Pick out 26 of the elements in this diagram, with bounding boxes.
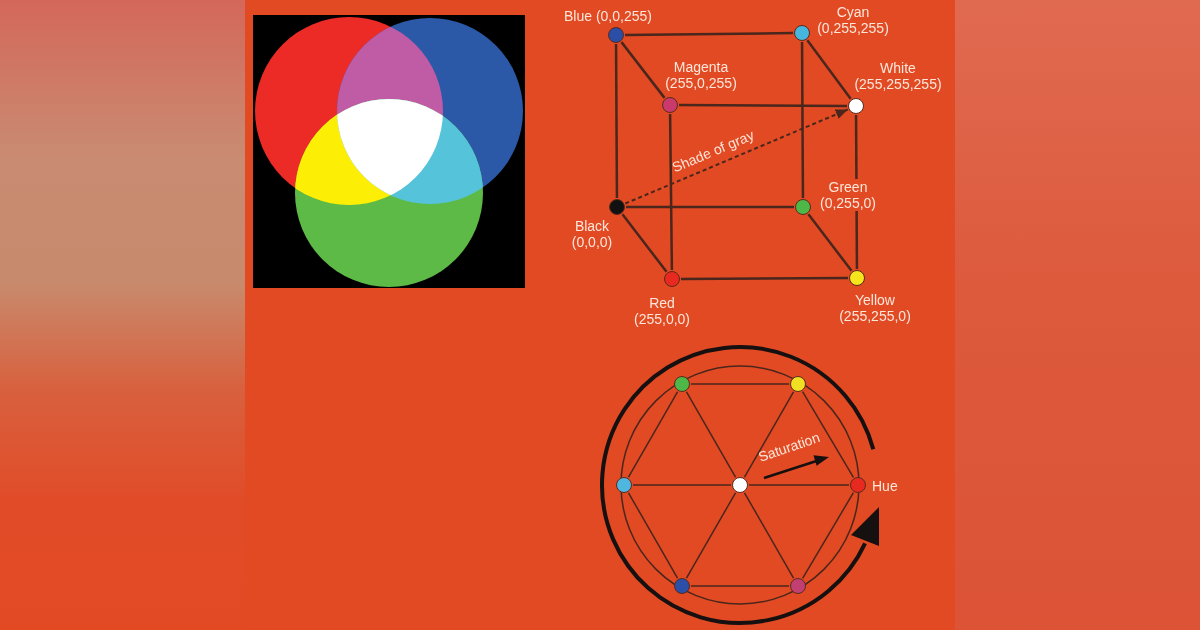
- arrow-label: Hue: [872, 478, 898, 494]
- connector-line: [620, 41, 666, 99]
- connector-line: [685, 492, 737, 579]
- connector-line: [627, 391, 679, 478]
- connector-line: [801, 492, 855, 579]
- connector-line: [621, 213, 668, 273]
- connector-line: [614, 44, 619, 198]
- dashed-arrow: [624, 108, 849, 205]
- connector-line: [690, 585, 790, 587]
- edge-label: Shade of gray: [670, 126, 757, 176]
- connector-line: [800, 42, 805, 198]
- connector-line: [626, 205, 794, 209]
- connector-line: [627, 492, 679, 579]
- connector-line: [632, 484, 732, 486]
- connector-line: [690, 383, 790, 385]
- connector-line: [685, 391, 737, 478]
- connector-line: [625, 31, 793, 37]
- connector-line: [801, 391, 855, 478]
- connector-line: [679, 103, 847, 108]
- connector-line: [668, 114, 674, 270]
- connector-line: [806, 39, 852, 100]
- connector-line: [807, 213, 853, 272]
- connector-line: [748, 484, 850, 486]
- connector-line: [743, 492, 795, 579]
- connector-line: [743, 391, 795, 478]
- connector-line: [681, 276, 848, 281]
